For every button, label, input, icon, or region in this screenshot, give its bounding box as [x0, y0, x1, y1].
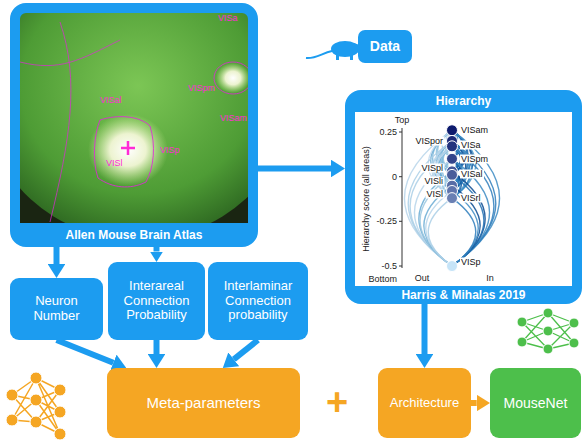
axis-end-label: Bottom — [367, 275, 398, 284]
area-label: VISpl — [420, 164, 444, 173]
chart-axis — [399, 128, 402, 268]
area-label: VISam — [220, 114, 247, 123]
hierarchy-arc — [452, 198, 476, 266]
box-label: Architecture — [390, 396, 459, 411]
area-boundary — [214, 62, 250, 94]
area-label: VISal — [100, 96, 122, 105]
hierarchy-arc — [428, 198, 452, 266]
area-node — [447, 261, 458, 272]
hierarchy-arc — [452, 146, 494, 266]
area-label: VISli — [423, 177, 444, 186]
box-label: Interareal Connection Probability — [112, 279, 201, 324]
network-icon — [12, 378, 60, 434]
axis-line — [402, 128, 403, 268]
tick-label: -0.25 — [375, 217, 398, 226]
panel-title: Hierarchy — [355, 90, 572, 112]
box-label: Neuron Number — [14, 294, 99, 324]
box-label: Data — [370, 38, 400, 54]
data-badge: Data — [358, 30, 412, 63]
area-node — [447, 193, 458, 204]
area-boundary — [50, 22, 71, 222]
architecture-box: Architecture — [378, 368, 471, 438]
fluorescent-spot — [216, 63, 250, 93]
hierarchy-arc — [404, 130, 452, 266]
area-label: VISl — [425, 190, 444, 199]
network-links — [12, 378, 60, 434]
area-label: VISam — [460, 126, 489, 135]
injection-cross — [121, 141, 135, 155]
side-label: Out — [414, 274, 431, 283]
model-box: MouseNet — [490, 368, 581, 438]
plus-sign: + — [326, 383, 348, 421]
network-icon — [517, 308, 579, 354]
area-node — [447, 153, 458, 164]
fluorescent-spot — [88, 114, 168, 186]
meta-box: Meta-parameters — [107, 368, 300, 438]
axis-tick — [399, 221, 402, 222]
mouse-leg — [350, 54, 353, 60]
flow-arrow — [422, 304, 428, 354]
axis-tick — [399, 266, 402, 267]
in-arcs — [452, 130, 500, 266]
hierarchy-arc — [408, 141, 452, 266]
box-label: Interlaminar Connection probability — [212, 279, 304, 324]
area-label: VISal — [460, 170, 484, 179]
out-arcs — [404, 130, 452, 266]
flow-arrow — [154, 340, 160, 354]
panel-caption: Harris & Mihalas 2019 — [355, 286, 572, 304]
flow-arrow — [154, 247, 160, 252]
area-label: VISa — [460, 141, 482, 150]
hierarchy-arc — [410, 146, 452, 266]
axis-title: Hierarchy score (all areas) — [362, 145, 371, 253]
area-label: VISa — [218, 14, 238, 23]
tick-label: 0.25 — [378, 128, 398, 137]
atlas-panel: Allen Mouse Brain Atlas — [10, 3, 258, 247]
area-node — [447, 141, 458, 152]
mouse-tail — [306, 51, 332, 58]
box-label: Meta-parameters — [146, 394, 260, 411]
hierarchy-arcs — [404, 125, 499, 272]
side-label: In — [485, 274, 495, 283]
area-label: VISpor — [414, 137, 444, 146]
input-box: Interlaminar Connection probability — [208, 262, 308, 340]
area-label: VISpm — [188, 84, 215, 93]
area-label: VISp — [160, 146, 180, 155]
area-node — [447, 125, 458, 136]
network-icon — [6, 372, 66, 440]
hierarchy-arc — [452, 141, 496, 266]
flow-arrow — [57, 340, 114, 363]
area-node — [447, 169, 458, 180]
hierarchy-arc — [452, 130, 500, 266]
area-label: VISrl — [460, 194, 482, 203]
box-label: MouseNet — [504, 395, 568, 411]
mouse-leg — [336, 54, 339, 60]
area-boundary — [94, 117, 153, 187]
flow-arrow — [471, 400, 477, 406]
flow-arrow — [54, 247, 60, 264]
tick-label: -0.5 — [380, 262, 398, 271]
axis-end-label: Top — [394, 116, 411, 125]
area-boundary — [20, 40, 120, 66]
atlas-image — [18, 11, 250, 225]
chart-ground — [353, 110, 574, 288]
area-circles — [447, 125, 458, 272]
panel-caption: Allen Mouse Brain Atlas — [20, 223, 248, 247]
flow-arrow — [234, 340, 258, 359]
axis-tick — [399, 176, 402, 177]
area-label: VISpm — [460, 155, 489, 164]
area-label: VISp — [460, 258, 482, 267]
axis-tick — [399, 132, 402, 133]
cortex-field — [18, 11, 250, 225]
input-box: Neuron Number — [10, 278, 103, 340]
input-box: Interareal Connection Probability — [108, 262, 205, 340]
flow-arrow — [258, 166, 331, 172]
tick-label: 0 — [391, 172, 398, 181]
area-label: VISl — [106, 159, 123, 168]
